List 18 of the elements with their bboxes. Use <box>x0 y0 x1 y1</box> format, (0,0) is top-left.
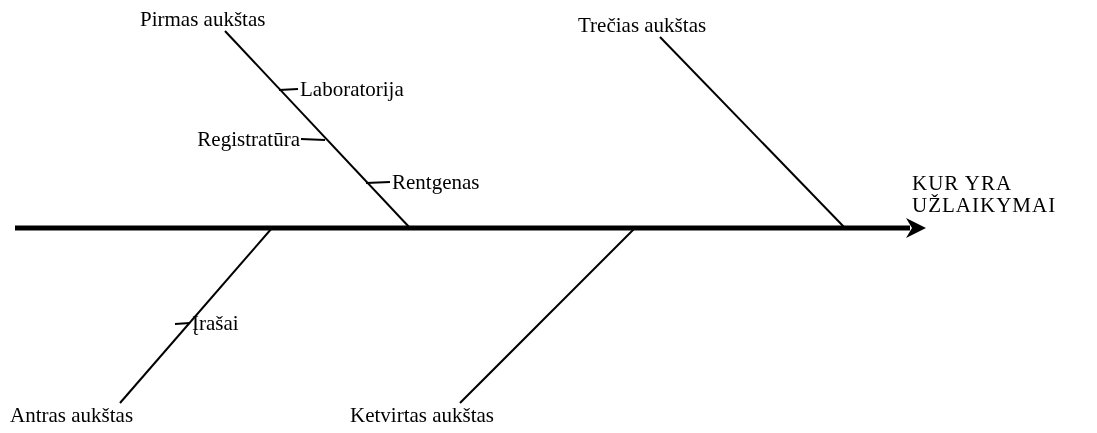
leader-line <box>365 181 391 184</box>
cause-label: Laboratorija <box>300 78 404 100</box>
cause-label: Trečias aukštas <box>578 14 707 36</box>
bone-line <box>224 30 411 229</box>
spine-arrow <box>15 218 926 238</box>
bone-line <box>119 227 273 404</box>
cause-label: Registratūra <box>197 128 300 150</box>
leader-line <box>300 138 326 141</box>
cause-label: Įrašai <box>192 312 239 334</box>
bone-line <box>459 227 636 404</box>
cause-label: Rentgenas <box>392 171 480 193</box>
leader-line <box>278 88 299 91</box>
cause-label: Pirmas aukštas <box>140 8 266 30</box>
leader-line <box>174 322 191 325</box>
cause-label: Antras aukštas <box>10 404 134 426</box>
effect-label: KUR YRA UŽLAIKYMAI <box>912 172 1057 216</box>
cause-label: Ketvirtas aukštas <box>350 404 495 426</box>
bone-line <box>659 36 846 229</box>
